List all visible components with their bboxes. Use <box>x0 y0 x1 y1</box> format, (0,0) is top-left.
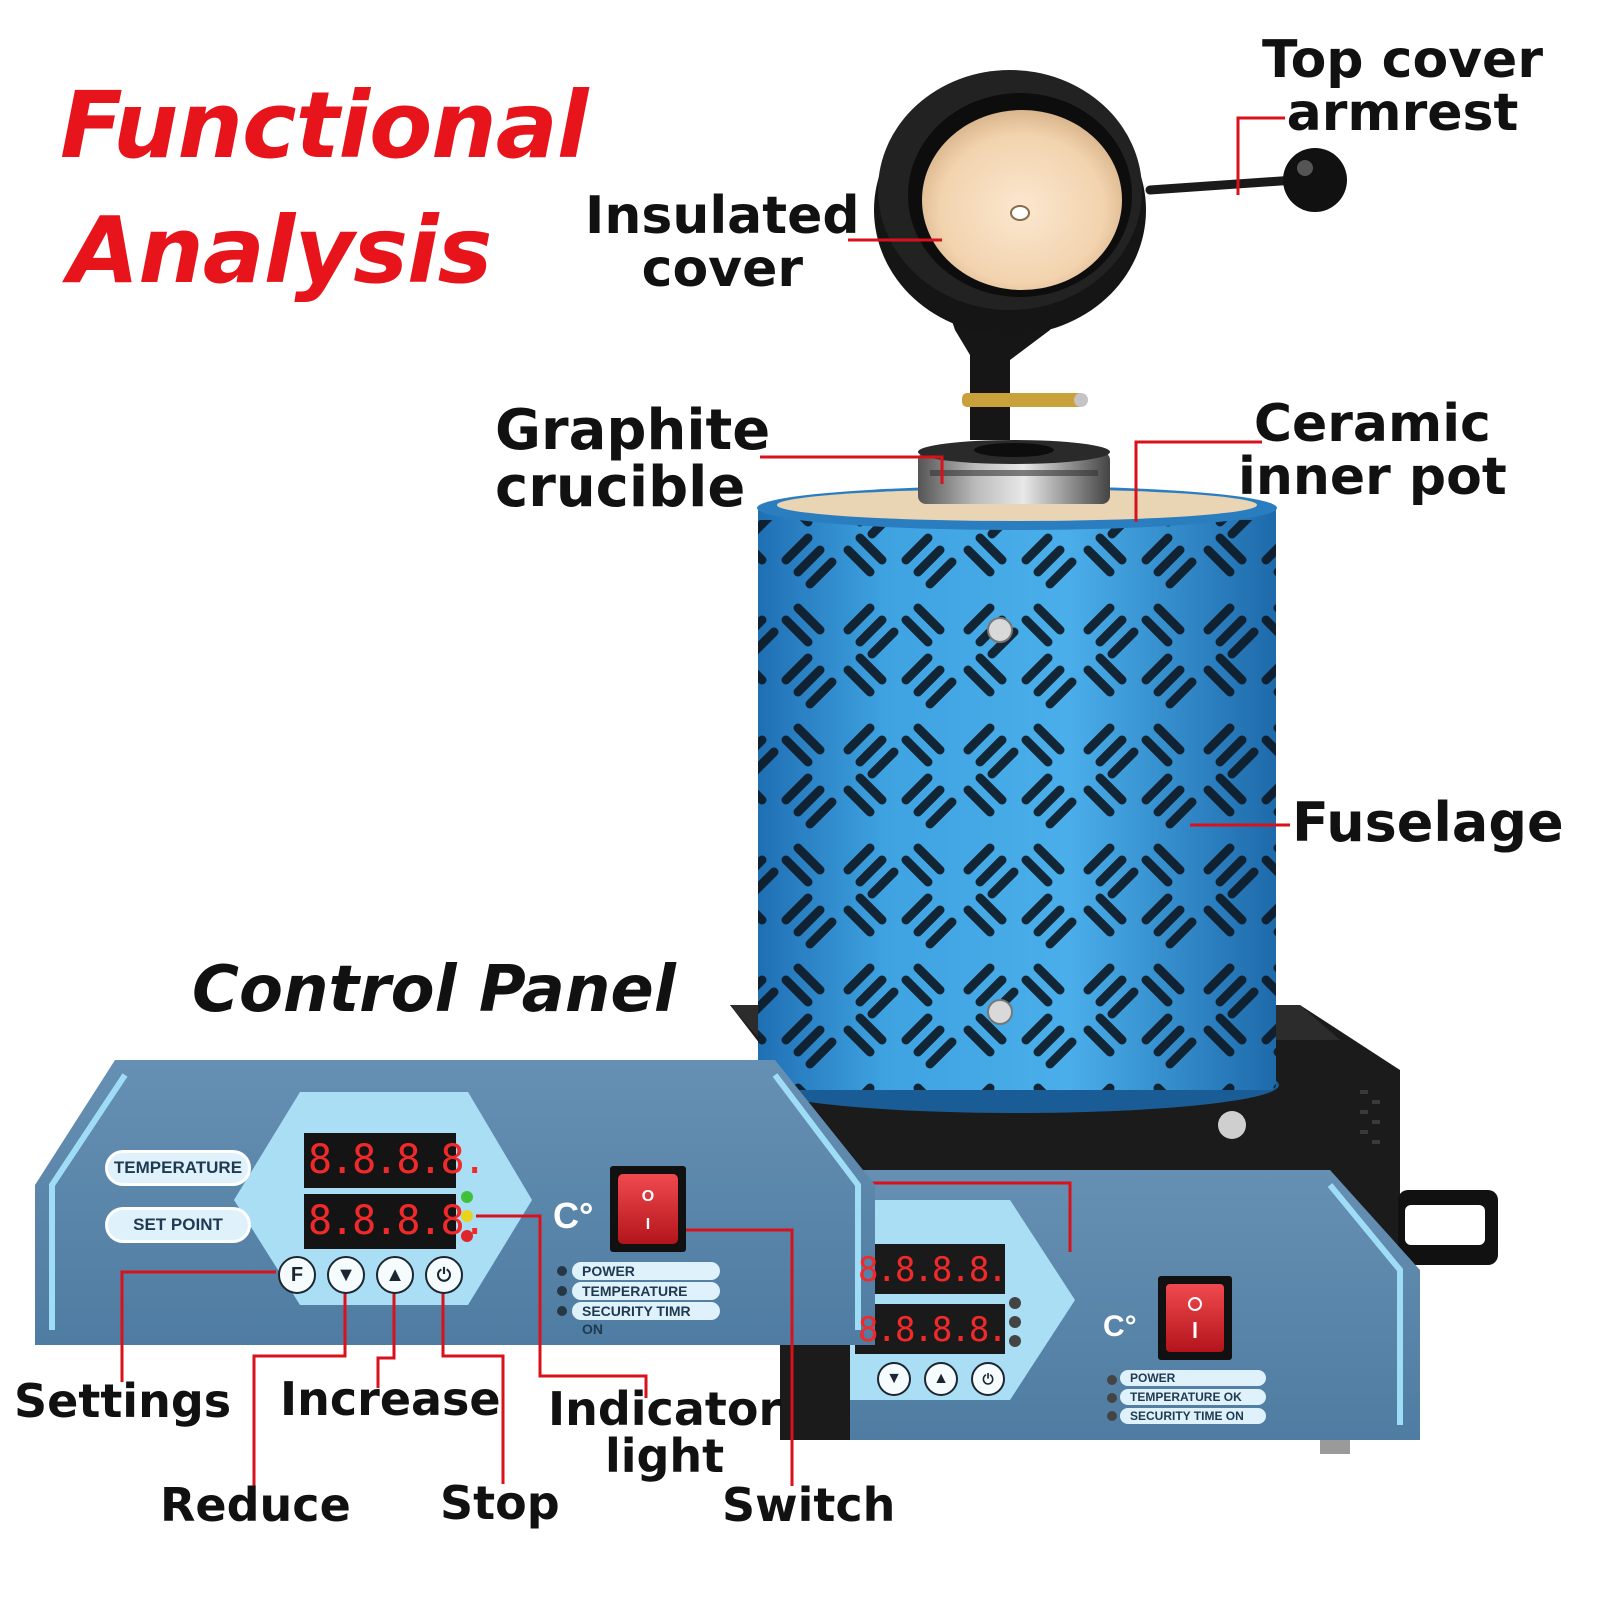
callout-line: armrest <box>1286 83 1519 144</box>
callout-settings: Settings <box>14 1374 232 1428</box>
main-title-line2: Analysis <box>68 197 492 304</box>
temperature-display: 8.8.8.8. <box>308 1137 487 1183</box>
switch-on-mark: I <box>645 1216 651 1233</box>
led-red <box>461 1230 473 1242</box>
callout-line: light <box>604 1428 725 1483</box>
callout-line: inner pot <box>1238 447 1507 508</box>
control-panel-zoom <box>35 1060 875 1345</box>
leader-base-panel <box>778 1181 1072 1252</box>
setpoint-display: 8.8.8.8. <box>308 1198 487 1244</box>
callout-stop: Stop <box>440 1476 560 1530</box>
increase-button[interactable]: ▲ <box>376 1256 414 1294</box>
leader-ceramic-inner-pot <box>1134 440 1262 522</box>
base-setpoint-display: 8.8.8.8. <box>858 1310 1004 1350</box>
indicator-temperature-ok-label: TEMPERATURE OK <box>572 1282 720 1317</box>
indicator-security-timer-label: SECURITY TIMR ON <box>572 1302 720 1337</box>
stop-button[interactable]: ⏻ <box>425 1256 463 1294</box>
switch-rocker <box>618 1174 678 1244</box>
base-indicator-temperature-ok-label: TEMPERATURE OK <box>1120 1389 1266 1405</box>
setpoint-display-bg <box>304 1194 456 1249</box>
power-icon: ⏻ <box>982 1370 994 1387</box>
leader-graphite-crucible <box>760 455 944 484</box>
base-indicator-power-label: POWER <box>1120 1370 1266 1386</box>
callout-line: Top cover <box>1262 30 1543 90</box>
arrow-up-icon: ▲ <box>385 1263 405 1286</box>
callout-reduce: Reduce <box>160 1478 351 1532</box>
callout-line: Graphite <box>495 398 771 463</box>
callout-insulated-cover: Insulated cover <box>585 186 860 300</box>
leader-lines-panel <box>120 1214 794 1486</box>
control-panel-heading: Control Panel <box>192 953 676 1027</box>
callout-line: cover <box>641 239 803 300</box>
leader-switch <box>686 1228 794 1486</box>
base-increase-button[interactable]: ▲ <box>924 1362 958 1396</box>
leader-top-cover-armrest <box>1236 116 1285 195</box>
unit-label: C° <box>553 1195 594 1236</box>
switch-off-mark: O <box>641 1188 655 1205</box>
leader-settings <box>120 1270 276 1382</box>
callout-increase: Increase <box>280 1372 501 1426</box>
led-yellow <box>461 1210 473 1222</box>
insulated-cover <box>874 70 1146 335</box>
led-green <box>461 1191 473 1203</box>
callout-switch: Switch <box>722 1478 896 1532</box>
leader-lines-upper <box>760 116 1290 1252</box>
arrow-down-icon: ▼ <box>336 1263 356 1286</box>
leader-increase <box>376 1290 396 1388</box>
main-title-line1: Functional <box>60 72 588 179</box>
callout-ceramic-inner-pot: Ceramic inner pot <box>1238 394 1507 508</box>
base-stop-button[interactable]: ⏻ <box>971 1362 1005 1396</box>
callout-line: Ceramic <box>1253 394 1491 454</box>
callout-fuselage: Fuselage <box>1292 791 1564 854</box>
cover-armrest <box>1145 148 1347 212</box>
settings-button[interactable]: F <box>278 1256 316 1294</box>
leader-stop <box>441 1290 505 1484</box>
arrow-down-icon: ▼ <box>886 1370 902 1387</box>
power-icon: ⏻ <box>436 1264 452 1285</box>
base-unit-label: C° <box>1103 1310 1137 1343</box>
graphite-crucible <box>918 440 1110 504</box>
fuselage-cylinder <box>755 486 1279 1113</box>
base-temperature-display: 8.8.8.8. <box>858 1250 1004 1290</box>
set-point-label: SET POINT <box>105 1207 251 1243</box>
reduce-button[interactable]: ▼ <box>327 1256 365 1294</box>
power-switch[interactable] <box>610 1166 686 1252</box>
base-indicator-security-time-label: SECURITY TIME ON <box>1120 1408 1266 1424</box>
base-reduce-button[interactable]: ▼ <box>877 1362 911 1396</box>
temperature-display-bg <box>304 1133 456 1188</box>
arrow-up-icon: ▲ <box>933 1370 949 1387</box>
callout-line: Insulated <box>585 186 860 246</box>
callout-line: Indicator <box>548 1382 782 1436</box>
indicator-power-label: POWER <box>572 1262 720 1280</box>
callout-line: crucible <box>495 455 746 521</box>
leader-reduce <box>252 1290 347 1486</box>
callout-top-cover-armrest: Top cover armrest <box>1262 30 1543 144</box>
callout-indicator-light: Indicator light <box>548 1386 781 1480</box>
temperature-label: TEMPERATURE <box>105 1150 251 1186</box>
callout-graphite-crucible: Graphite crucible <box>495 402 770 516</box>
leader-indicator-light <box>476 1214 648 1398</box>
